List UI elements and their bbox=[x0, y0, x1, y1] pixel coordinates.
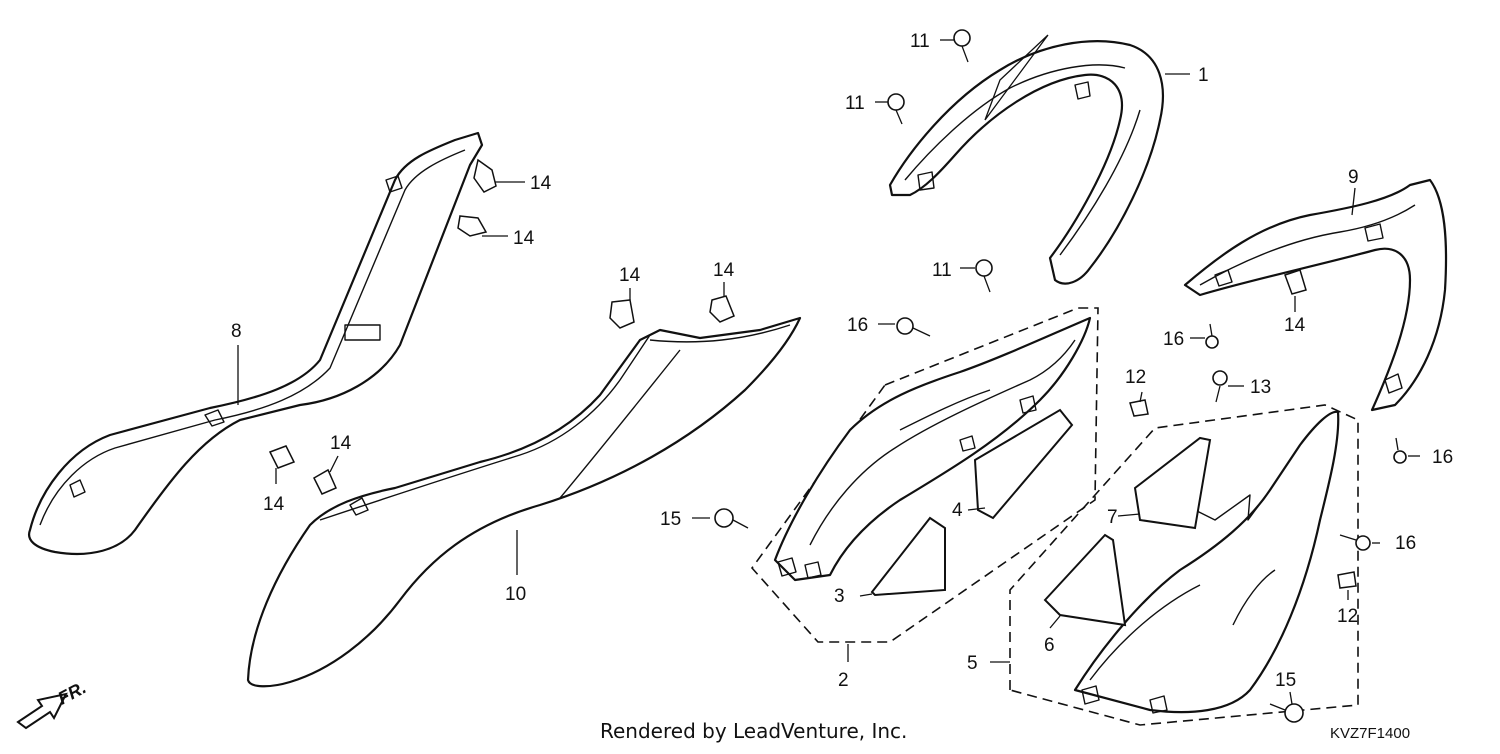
part-5-side-cover-assembly bbox=[1009, 404, 1359, 726]
part-2-side-cover-assembly bbox=[750, 307, 1099, 643]
front-direction-indicator: FR. bbox=[16, 677, 89, 730]
callout-16-a: 16 bbox=[847, 315, 868, 336]
part-7-pad bbox=[1133, 436, 1212, 530]
credit-text: Rendered by LeadVenture, Inc. bbox=[600, 719, 907, 743]
callout-2: 2 bbox=[838, 670, 849, 691]
front-arrow-icon bbox=[16, 692, 68, 730]
callout-11-mid: 11 bbox=[845, 93, 865, 114]
callout-3: 3 bbox=[834, 586, 845, 607]
callout-16-c: 16 bbox=[1432, 447, 1453, 468]
callout-15-right: 15 bbox=[1275, 670, 1296, 691]
callout-16-d: 16 bbox=[1395, 533, 1416, 554]
callout-9: 9 bbox=[1348, 167, 1359, 188]
callout-12-lower: 12 bbox=[1337, 606, 1358, 627]
callout-14-f: 14 bbox=[263, 494, 285, 515]
callout-14-a: 14 bbox=[530, 173, 552, 194]
diagram-code: KVZ7F1400 bbox=[1330, 725, 1410, 742]
callout-6: 6 bbox=[1044, 635, 1055, 656]
part-9-rear-side-cover bbox=[1183, 178, 1448, 412]
callout-labels: 1 2 3 4 5 6 7 8 9 10 11 11 11 12 12 13 1… bbox=[231, 31, 1453, 691]
leader-lines bbox=[237, 39, 1420, 705]
callout-11-low: 11 bbox=[932, 260, 952, 281]
callout-14-d: 14 bbox=[713, 260, 735, 281]
callout-11-top: 11 bbox=[910, 31, 930, 52]
part-1-grab-rail bbox=[888, 34, 1164, 285]
callout-14-b: 14 bbox=[513, 228, 535, 249]
callout-1: 1 bbox=[1198, 65, 1209, 86]
part-6-pad bbox=[1043, 533, 1127, 627]
callout-13: 13 bbox=[1250, 377, 1271, 398]
callout-7: 7 bbox=[1107, 507, 1118, 528]
callout-15-left: 15 bbox=[660, 509, 681, 530]
callout-14-e: 14 bbox=[330, 433, 352, 454]
part-3-pad bbox=[870, 516, 946, 597]
callout-14-c: 14 bbox=[619, 265, 641, 286]
callout-10: 10 bbox=[505, 584, 526, 605]
screw-icons bbox=[714, 29, 1407, 723]
clip-icons bbox=[268, 158, 1357, 589]
callout-5: 5 bbox=[967, 653, 978, 674]
callout-12-upper: 12 bbox=[1125, 367, 1146, 388]
callout-4: 4 bbox=[952, 500, 963, 521]
callout-16-b: 16 bbox=[1163, 329, 1184, 350]
part-8-inner-cover bbox=[28, 131, 484, 556]
part-4-pad bbox=[973, 408, 1074, 520]
part-10-floor-side-cover bbox=[246, 316, 802, 688]
callout-14-g: 14 bbox=[1284, 315, 1306, 336]
callout-8: 8 bbox=[231, 321, 242, 342]
